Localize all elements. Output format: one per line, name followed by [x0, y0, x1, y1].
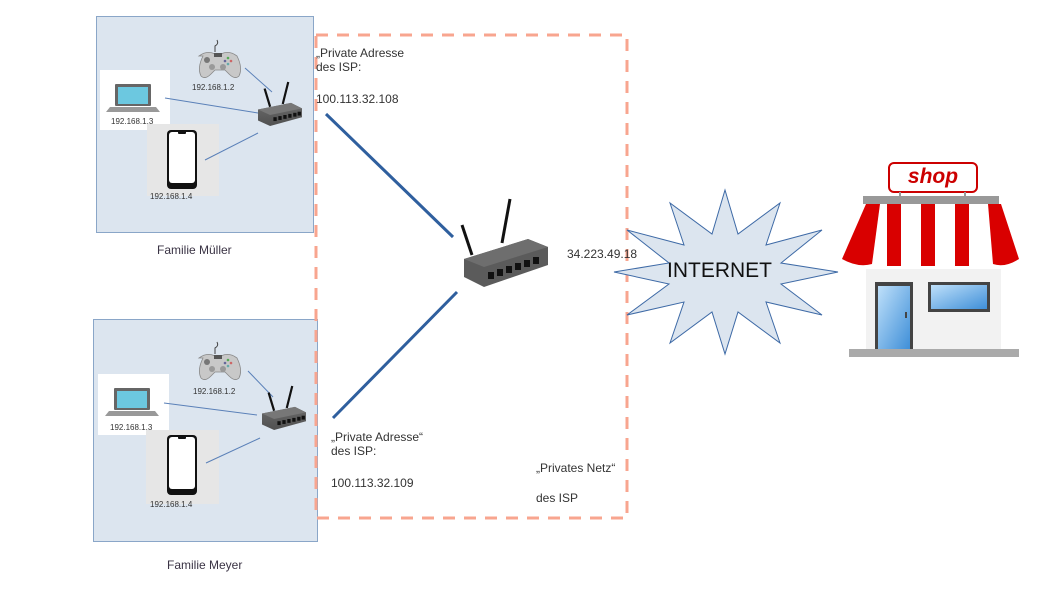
isp-public-ip: 34.223.49.18	[567, 247, 638, 261]
isp-address-line1-mueller: „Private Adresse	[316, 46, 405, 60]
isp-private-network-line1: „Privates Netz“	[536, 461, 616, 475]
laptop-icon-mueller	[106, 84, 160, 112]
isp-private-network-boundary	[314, 33, 629, 520]
shop-sign-text: shop	[907, 165, 959, 188]
isp-router-icon	[460, 198, 548, 287]
family-meyer-caption: Familie Meyer	[167, 558, 243, 572]
gamepad-ip-meyer: 192.168.1.2	[193, 387, 236, 396]
laptop-ip-mueller: 192.168.1.3	[111, 117, 154, 126]
links-mueller	[164, 67, 273, 161]
internet-label: INTERNET	[667, 259, 772, 282]
isp-private-network-line2: des ISP	[536, 491, 579, 505]
isp-address-label-mueller: „Private Adresse des ISP: 100.113.32.108	[316, 46, 404, 106]
isp-address-line2-mueller: des ISP:	[316, 60, 362, 74]
isp-address-line2-meyer: des ISP:	[331, 444, 377, 458]
isp-private-network-label: „Privates Netz“ des ISP	[536, 461, 615, 505]
phone-icon-mueller	[167, 130, 197, 189]
phone-ip-mueller: 192.168.1.4	[150, 192, 193, 201]
gamepad-icon-meyer	[197, 341, 241, 380]
link-laptop-router-mueller	[164, 97, 259, 114]
laptop-ip-meyer: 192.168.1.3	[110, 423, 153, 432]
laptop-icon-meyer	[105, 388, 159, 416]
isp-address-ip-meyer: 100.113.32.109	[331, 476, 414, 490]
phone-ip-meyer: 192.168.1.4	[150, 500, 193, 509]
gamepad-ip-mueller: 192.168.1.2	[192, 83, 235, 92]
link-meyer-router-isp-router	[331, 290, 459, 420]
link-phone-router-meyer	[205, 437, 261, 464]
link-gamepad-router-mueller	[244, 67, 273, 93]
isp-address-ip-mueller: 100.113.32.108	[316, 92, 399, 106]
router-icon-meyer	[262, 385, 306, 430]
shop-icon	[842, 162, 1019, 357]
isp-address-label-meyer: „Private Adresse“ des ISP: 100.113.32.10…	[331, 430, 423, 490]
phone-icon-meyer	[167, 435, 197, 495]
internet-cloud-star-icon	[613, 188, 839, 356]
isp-address-line1-meyer: „Private Adresse“	[331, 430, 424, 444]
link-laptop-router-meyer	[163, 402, 258, 416]
link-mueller-router-isp-router	[324, 112, 455, 239]
link-phone-router-mueller	[204, 132, 259, 161]
router-icon-mueller	[258, 81, 302, 126]
gamepad-icon-mueller	[197, 39, 241, 78]
family-mueller-caption: Familie Müller	[157, 243, 232, 257]
